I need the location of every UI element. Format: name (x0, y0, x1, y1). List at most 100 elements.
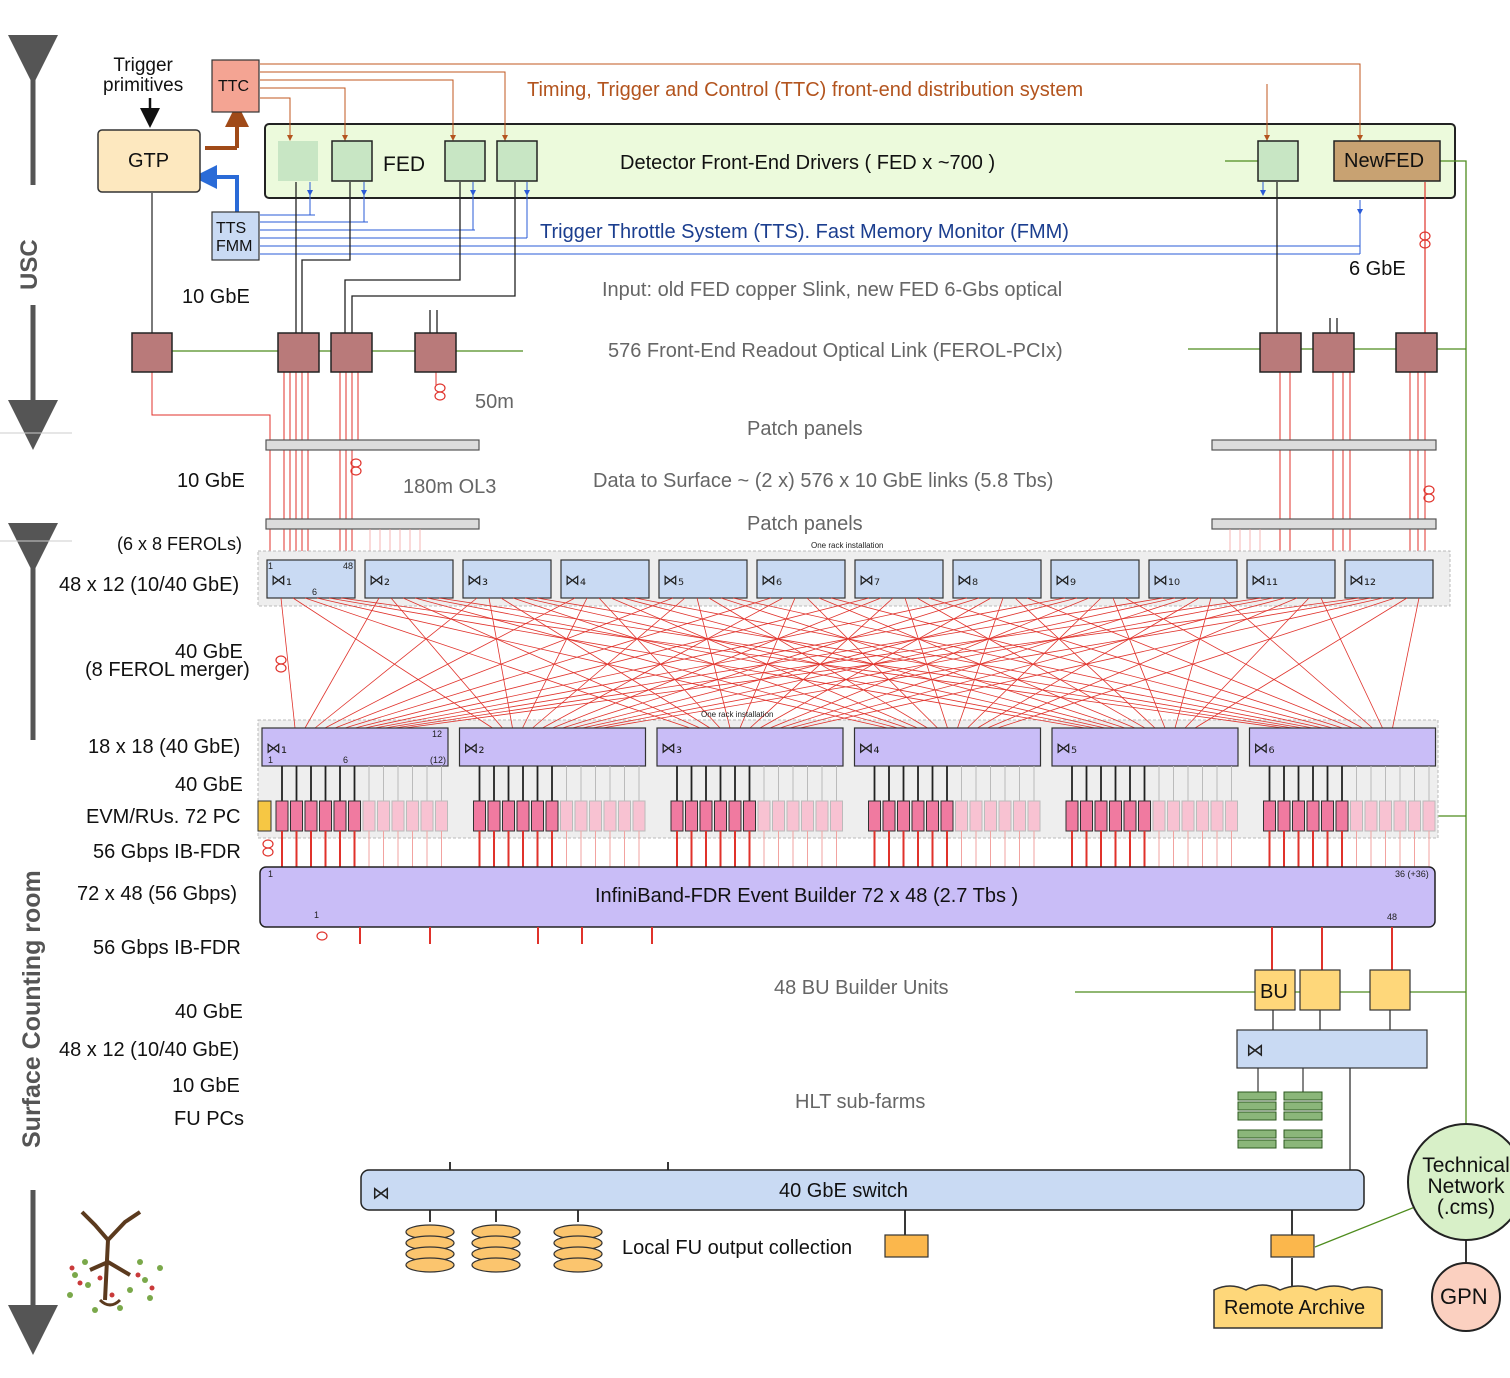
disk-stack-3 (553, 1224, 603, 1273)
technical-network-circle (1407, 1123, 1510, 1241)
tree-icon (67, 1210, 163, 1313)
fiber-coils (262, 231, 1435, 941)
ru-switch-icon-1: ⋈₁ (266, 739, 287, 757)
fe-switch-5 (658, 559, 748, 599)
gpn-circle (1431, 1262, 1501, 1332)
rack-row2 (257, 719, 1439, 839)
mesh-link (532, 597, 686, 729)
ru-pc (1277, 800, 1291, 832)
ru-pc (868, 800, 881, 832)
fe-switch-3 (462, 559, 552, 599)
ru-pc (1335, 800, 1349, 832)
mesh-link (799, 597, 1384, 729)
eb-label-1b: 1 (314, 910, 320, 920)
mesh-link (1026, 597, 1353, 729)
patch-panels (265, 439, 1437, 530)
mesh-link (1174, 597, 1212, 729)
ru-pc (743, 800, 756, 832)
port-label-6: 6 (312, 587, 318, 597)
local-fu-title: Local FU output collection (622, 1237, 853, 1259)
ru-pcs (275, 766, 1436, 867)
ru-pc (882, 800, 896, 832)
mesh-link (374, 597, 1066, 729)
label-48x12-b: 48 x 12 (10/40 GbE) (59, 1039, 240, 1061)
disk-stack-1 (405, 1224, 455, 1273)
port2-label-1: 1 (268, 755, 274, 765)
mesh-link (720, 597, 1126, 729)
mesh-link (602, 597, 1372, 729)
ru-switch-1 (261, 727, 449, 767)
mesh-link (1112, 597, 1166, 729)
ru-pc (304, 800, 318, 832)
ru-switch-icon-4: ⋈₄ (859, 739, 880, 757)
mesh-link (438, 597, 1293, 729)
eb-label-36: 36 (+36) (1395, 869, 1429, 879)
mesh-link (592, 597, 1274, 729)
label-10gbe-b: 10 GbE (177, 470, 245, 492)
switch-40gbe (360, 1169, 1365, 1211)
label-6gbe: 6 GbE (1349, 258, 1406, 280)
fe-switch-icon-11: ⋈₁₁ (1251, 571, 1278, 589)
fe-switch-4 (560, 559, 650, 599)
ru-pc (1422, 800, 1436, 832)
ru-pc (1013, 800, 1026, 832)
fe-switch-icon-3: ⋈₃ (467, 571, 488, 589)
ru-pc (406, 800, 419, 832)
mesh-link (928, 597, 1343, 729)
local-storage-disks (405, 1224, 603, 1273)
ru-pc (487, 800, 501, 832)
input-title: Input: old FED copper Slink, new FED 6-G… (602, 279, 1063, 301)
ru-pc (1408, 800, 1421, 832)
ru-pc (618, 800, 631, 832)
ru-switch-5 (1051, 727, 1239, 767)
ru-pc (435, 800, 448, 832)
ru-pc (516, 800, 530, 832)
mesh-link (830, 597, 1333, 729)
mesh-link (1184, 597, 1310, 729)
remote-archive-shape (1213, 1284, 1383, 1329)
label-ib-a: 56 Gbps IB-FDR (93, 841, 241, 863)
mesh-link (562, 597, 980, 729)
fe-switch-icon-9: ⋈₉ (1055, 571, 1076, 589)
ru-switch-6 (1248, 727, 1437, 767)
ru-pc (1181, 800, 1195, 832)
ru-switch-3 (656, 727, 844, 767)
mesh-link (977, 597, 1200, 729)
fed-drivers-title: Detector Front-End Drivers ( FED x ~700 … (620, 152, 996, 174)
hlt-subfarm-icons (1237, 1091, 1323, 1149)
switch40-title: 40 GbE switch (779, 1180, 908, 1202)
tts-to-gtp-arrow (193, 165, 239, 212)
patch-panels-title-2: Patch panels (747, 513, 863, 535)
mesh-link (344, 597, 772, 729)
ru-pc (1350, 800, 1363, 832)
mesh-link (916, 597, 1146, 729)
ru-pc (830, 800, 843, 832)
mesh-link (316, 597, 888, 729)
label-48x12-a: 48 x 12 (10/40 GbE) (59, 574, 240, 596)
mesh-link (598, 597, 721, 729)
remote-archive-label: Remote Archive (1224, 1297, 1366, 1319)
mesh-link (759, 597, 992, 729)
local-fu-collector (884, 1234, 929, 1258)
label-40gbe-a: 40 GbE (175, 641, 243, 663)
switch-mesh (280, 597, 1420, 729)
ru-pc (1080, 800, 1093, 832)
mesh-link (957, 597, 1004, 729)
mesh-link (324, 597, 576, 729)
tts-fmm-label: TTS FMM (216, 220, 253, 255)
ru-pc (1065, 800, 1079, 832)
ferol-surface-links (151, 372, 1426, 570)
mesh-link (967, 597, 1102, 729)
mesh-link (779, 597, 1188, 729)
tts-system-title: Trigger Throttle System (TTS). Fast Memo… (540, 221, 1069, 243)
gbe-green-lines (172, 160, 1467, 1248)
ru-pc (998, 800, 1012, 832)
ru-pc (603, 800, 617, 832)
fe-switch-icon-4: ⋈₄ (565, 571, 586, 589)
evm-pc (257, 800, 272, 832)
ru-switch-icon-3: ⋈₃ (661, 739, 682, 757)
ru-pc (1306, 800, 1320, 832)
mesh-link (402, 597, 701, 729)
mesh-link (500, 597, 711, 729)
mesh-link (384, 597, 1164, 729)
